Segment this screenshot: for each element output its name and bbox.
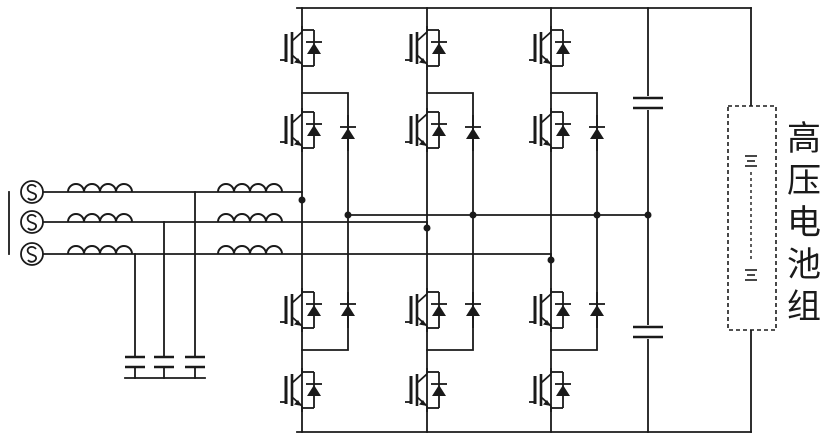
dc-link-cap-lower-icon [633, 325, 663, 339]
switch-leg2-s2-icon [405, 108, 447, 152]
filter-cap-1-icon [125, 355, 145, 369]
switch-leg3-s3-icon [529, 288, 571, 332]
switch-leg3-s4-icon [529, 368, 571, 412]
switch-leg1-s1-icon [280, 26, 322, 70]
switch-leg2-s4-icon [405, 368, 447, 412]
switch-leg1-s3-icon [280, 288, 322, 332]
junction-leg2-ac [423, 224, 431, 232]
junction-neutral-2 [469, 211, 477, 219]
clamp-diode-3-upper-icon [588, 114, 606, 152]
junction-neutral-1 [344, 211, 352, 219]
switch-leg1-s2-icon [280, 108, 322, 152]
ac-source-2-icon [20, 210, 44, 234]
inductor-1b-icon [217, 183, 283, 193]
battery-cell-top-icon [745, 155, 757, 167]
switch-leg3-s1-icon [529, 26, 571, 70]
inductor-3b-icon [217, 245, 283, 255]
switch-leg1-s4-icon [280, 368, 322, 412]
clamp-branch-3 [550, 92, 598, 351]
battery-cell-bottom-icon [745, 269, 757, 281]
clamp-diode-1-lower-icon [339, 291, 357, 329]
clamp-diode-2-lower-icon [464, 291, 482, 329]
inductor-2b-icon [217, 213, 283, 223]
dc-link-cap-upper-icon [633, 96, 663, 110]
inductor-2a-icon [67, 213, 133, 223]
clamp-branch-2 [426, 92, 474, 351]
battery-pack-box [727, 105, 777, 331]
filter-cap-3-icon [185, 355, 205, 369]
switch-leg3-s2-icon [529, 108, 571, 152]
ac-source-3-icon [20, 242, 44, 266]
junction-leg1-ac [298, 196, 306, 204]
ac-source-1-icon [20, 180, 44, 204]
clamp-diode-1-upper-icon [339, 114, 357, 152]
switch-leg2-s3-icon [405, 288, 447, 332]
switch-leg2-s1-icon [405, 26, 447, 70]
battery-pack-label: 高 压 电 池 组 [787, 119, 821, 327]
inductor-1a-icon [67, 183, 133, 193]
clamp-diode-3-lower-icon [588, 291, 606, 329]
inductor-3a-icon [67, 245, 133, 255]
clamp-diode-2-upper-icon [464, 114, 482, 152]
junction-neutral-cap [644, 211, 652, 219]
junction-neutral-3 [593, 211, 601, 219]
ac-line-2 [31, 221, 428, 229]
filter-cap-2-icon [154, 355, 174, 369]
junction-leg3-ac [547, 256, 555, 264]
